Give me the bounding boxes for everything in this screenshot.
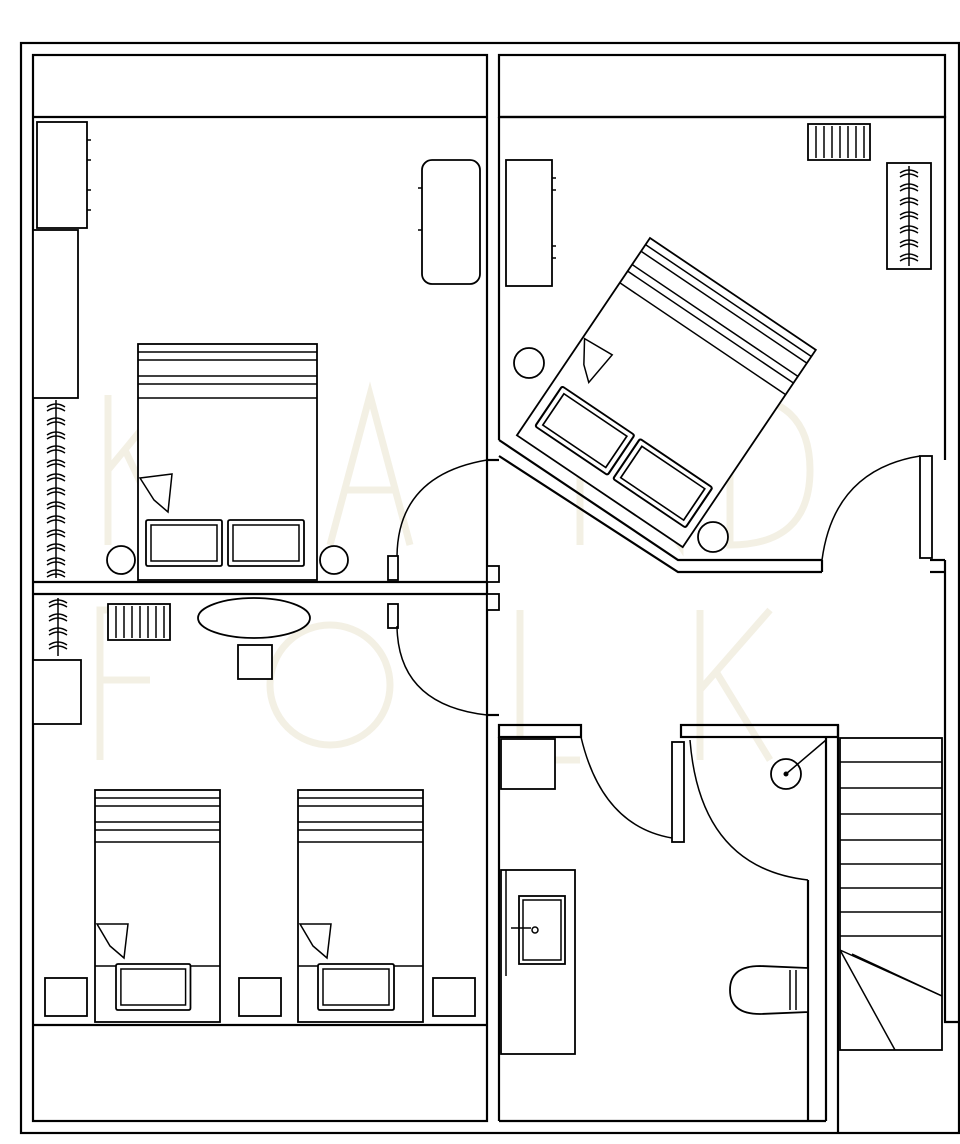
door-bedroom-1[interactable] xyxy=(387,459,500,583)
nightstand-1 xyxy=(44,977,88,1017)
door-bedroom-3[interactable] xyxy=(821,455,933,561)
bedroom-1 xyxy=(32,121,481,581)
staircase xyxy=(839,737,943,1051)
twin-bed-right xyxy=(297,789,424,1023)
cabinet xyxy=(32,229,79,399)
bedroom-2 xyxy=(32,597,476,1023)
walls xyxy=(19,41,960,1135)
bedroom-3 xyxy=(505,123,932,553)
double-bed xyxy=(137,343,318,581)
shower-drain-icon xyxy=(770,739,827,790)
wardrobe-rail xyxy=(46,400,66,578)
door-bedroom-2[interactable] xyxy=(387,593,500,716)
nightstand-right xyxy=(319,545,349,575)
doors xyxy=(387,455,933,881)
angled-double-bed xyxy=(515,236,818,549)
radiator xyxy=(107,603,171,641)
nightstand-2 xyxy=(238,977,282,1017)
dresser xyxy=(505,159,556,287)
dresser xyxy=(36,121,91,229)
radiator xyxy=(807,123,871,161)
door-shower[interactable] xyxy=(689,739,809,881)
desk xyxy=(418,159,481,285)
nightstand-right xyxy=(697,521,729,553)
door-bathroom[interactable] xyxy=(580,736,685,843)
wardrobe-rail xyxy=(886,162,932,270)
oval-table xyxy=(197,597,311,639)
stool xyxy=(237,644,273,680)
cabinet xyxy=(32,659,82,725)
bathroom xyxy=(500,738,827,1055)
nightstand-left xyxy=(513,347,545,379)
nightstand-3 xyxy=(432,977,476,1017)
wardrobe-rail xyxy=(48,598,68,656)
nightstand-left xyxy=(106,545,136,575)
toilet-icon xyxy=(729,965,809,1015)
sink-basin xyxy=(511,895,566,965)
twin-bed-left xyxy=(94,789,221,1023)
cabinet xyxy=(500,738,556,790)
